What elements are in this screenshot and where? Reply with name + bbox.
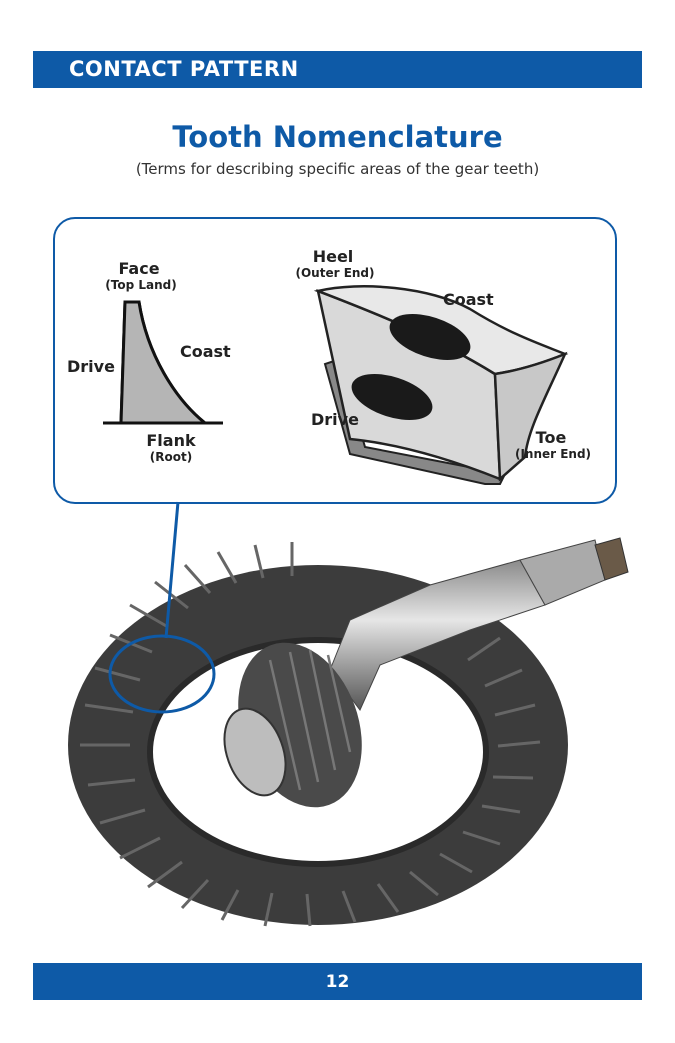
page-subtitle: (Terms for describing specific areas of … bbox=[135, 160, 540, 178]
heel-sub-label: (Outer End) bbox=[295, 266, 375, 280]
tooth-highlight-circle bbox=[108, 634, 216, 714]
pinion-gear-head bbox=[223, 642, 362, 808]
page-number: 12 bbox=[325, 972, 350, 992]
heel-label: Heel bbox=[312, 247, 354, 266]
tooth-coast-label: Coast bbox=[443, 290, 494, 309]
coast-label: Coast bbox=[180, 342, 231, 361]
nomenclature-callout-box: Face (Top Land) Drive Coast Flank (Root)… bbox=[53, 217, 617, 504]
gear-tooth-diagram bbox=[313, 285, 569, 485]
flank-label: Flank bbox=[146, 431, 196, 450]
toe-sub-label: (Inner End) bbox=[514, 447, 592, 461]
flank-sub-label: (Root) bbox=[149, 450, 193, 464]
ring-gear-teeth bbox=[80, 542, 541, 927]
callout-leader-line bbox=[164, 501, 180, 639]
ring-and-pinion-gear-illustration bbox=[68, 501, 629, 927]
section-header-bar: CONTACT PATTERN bbox=[33, 51, 642, 88]
page-title: Tooth Nomenclature bbox=[172, 120, 503, 154]
face-sub-label: (Top Land) bbox=[105, 278, 177, 292]
tooth-drive-label: Drive bbox=[311, 410, 359, 429]
face-label: Face bbox=[118, 259, 160, 278]
section-title: CONTACT PATTERN bbox=[69, 57, 299, 81]
toe-label: Toe bbox=[535, 428, 567, 447]
footer-bar: 12 bbox=[33, 963, 642, 1000]
tooth-profile-diagram bbox=[103, 300, 223, 425]
drive-label: Drive bbox=[67, 357, 115, 376]
pinion-shaft bbox=[329, 537, 629, 711]
